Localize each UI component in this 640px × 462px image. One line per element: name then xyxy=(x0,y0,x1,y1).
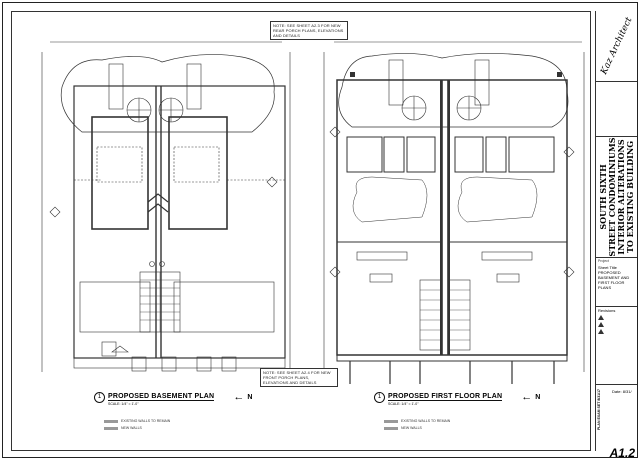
rear-porch-note: NOTE: SEE SHEET A2.3 FOR NEW REAR PORCH … xyxy=(270,21,348,40)
sheet-info: PLAN EXAM SET 8/31/17 Date: 8/31/ A1.2 xyxy=(596,385,637,458)
plan-number: 1 xyxy=(94,391,105,403)
legend-item: EXISTING WALLS TO REMAIN xyxy=(384,419,450,423)
north-arrow-icon: ← xyxy=(521,391,533,403)
architect-logo: Kaz Architect xyxy=(596,11,637,82)
plan-title: PROPOSED BASEMENT PLAN xyxy=(108,393,215,401)
plan-title: PROPOSED FIRST FLOOR PLAN xyxy=(388,393,503,401)
front-porch-note: NOTE: SEE SHEET A2.4 FOR NEW FRONT PORCH… xyxy=(260,368,338,387)
north-arrow-icon: ← xyxy=(233,391,245,403)
plan-scale: SCALE: 1/4" = 1'-0" xyxy=(108,402,139,406)
legend-first-floor: EXISTING WALLS TO REMAIN NEW WALLS xyxy=(384,419,450,433)
drawing-area: NOTE: SEE SHEET A2.3 FOR NEW REAR PORCH … xyxy=(11,11,591,451)
legend-item: EXISTING WALLS TO REMAIN xyxy=(104,419,170,423)
floor-plans-drawing xyxy=(41,41,585,384)
revision-triangle-icon xyxy=(598,322,604,327)
revisions-block: Revisions xyxy=(596,307,637,385)
title-block: Kaz Architect SOUTH SIXTH STREET CONDOMI… xyxy=(595,11,637,457)
revision-triangle-icon xyxy=(598,329,604,334)
plan-exam-set: PLAN EXAM SET 8/31/17 xyxy=(597,389,601,431)
date-field: Date: 8/31/ xyxy=(612,389,632,394)
project-name: SOUTH SIXTH STREET CONDOMINIUMS INTERIOR… xyxy=(598,137,635,257)
sheet-number: A1.2 xyxy=(609,446,635,458)
legend-item: NEW WALLS xyxy=(384,426,450,430)
plan-scale: SCALE: 1/4" = 1'-0" xyxy=(388,402,419,406)
legend-basement: EXISTING WALLS TO REMAIN NEW WALLS xyxy=(104,419,170,433)
legend-item: NEW WALLS xyxy=(104,426,170,430)
revision-triangle-icon xyxy=(598,315,604,320)
sheet-title: PROPOSED BASEMENT AND FIRST FLOOR PLANS xyxy=(598,270,630,290)
north-label: N xyxy=(535,393,541,401)
sheet-title-block: Sheet Title PROPOSED BASEMENT AND FIRST … xyxy=(596,264,637,307)
basement-plan-title: 1 PROPOSED BASEMENT PLAN SCALE: 1/4" = 1… xyxy=(94,391,253,406)
first-floor-plan-title: 1 PROPOSED FIRST FLOOR PLAN SCALE: 1/4" … xyxy=(374,391,541,406)
revisions-label: Revisions xyxy=(598,308,616,313)
project-name-block: SOUTH SIXTH STREET CONDOMINIUMS INTERIOR… xyxy=(596,137,637,258)
sheet-title-label: Sheet Title xyxy=(598,265,617,270)
north-label: N xyxy=(247,393,253,401)
project-label: Project xyxy=(598,259,609,263)
professional-stamp-area xyxy=(596,82,637,137)
plan-number: 1 xyxy=(374,391,385,403)
